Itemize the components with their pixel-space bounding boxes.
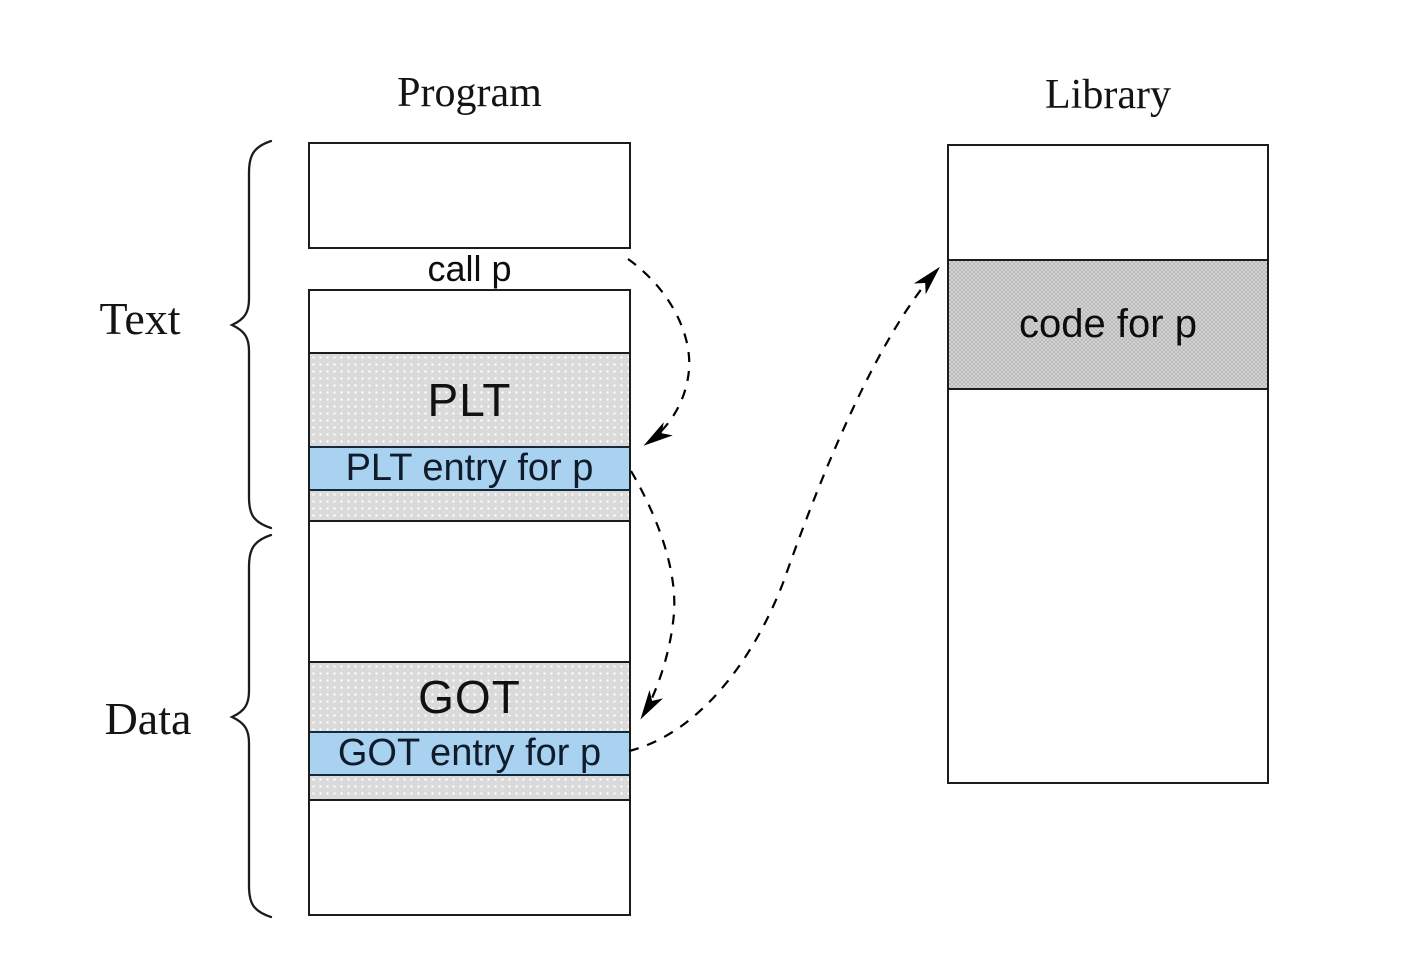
text-brace <box>229 139 273 530</box>
call-p-label: call p <box>427 248 512 289</box>
program-title: Program <box>397 70 542 116</box>
data-brace <box>229 533 273 919</box>
call-p-row: call p <box>308 247 631 291</box>
got-tail-band <box>310 776 629 801</box>
arrow-plt-entry-to-got-entry-icon <box>630 470 676 720</box>
arrow-got-entry-to-library-code-icon <box>628 266 941 753</box>
plt-entry-row: PLT entry for p <box>310 446 629 491</box>
plt-tail-band <box>310 491 629 522</box>
text-segment-label: Text <box>99 293 181 344</box>
code-for-p-section: code for p <box>949 259 1267 390</box>
plt-entry-label: PLT entry for p <box>345 447 594 489</box>
got-section: GOT <box>310 661 629 731</box>
data-segment-label: Data <box>104 693 192 744</box>
code-for-p-label: code for p <box>1019 302 1197 346</box>
plt-label: PLT <box>427 374 512 426</box>
library-box <box>947 144 1269 784</box>
plt-section: PLT <box>310 352 629 446</box>
got-entry-row: GOT entry for p <box>310 731 629 776</box>
got-entry-label: GOT entry for p <box>337 732 602 774</box>
got-label: GOT <box>418 671 521 723</box>
arrow-call-to-plt-entry-icon <box>627 258 691 446</box>
library-title: Library <box>1045 72 1171 118</box>
